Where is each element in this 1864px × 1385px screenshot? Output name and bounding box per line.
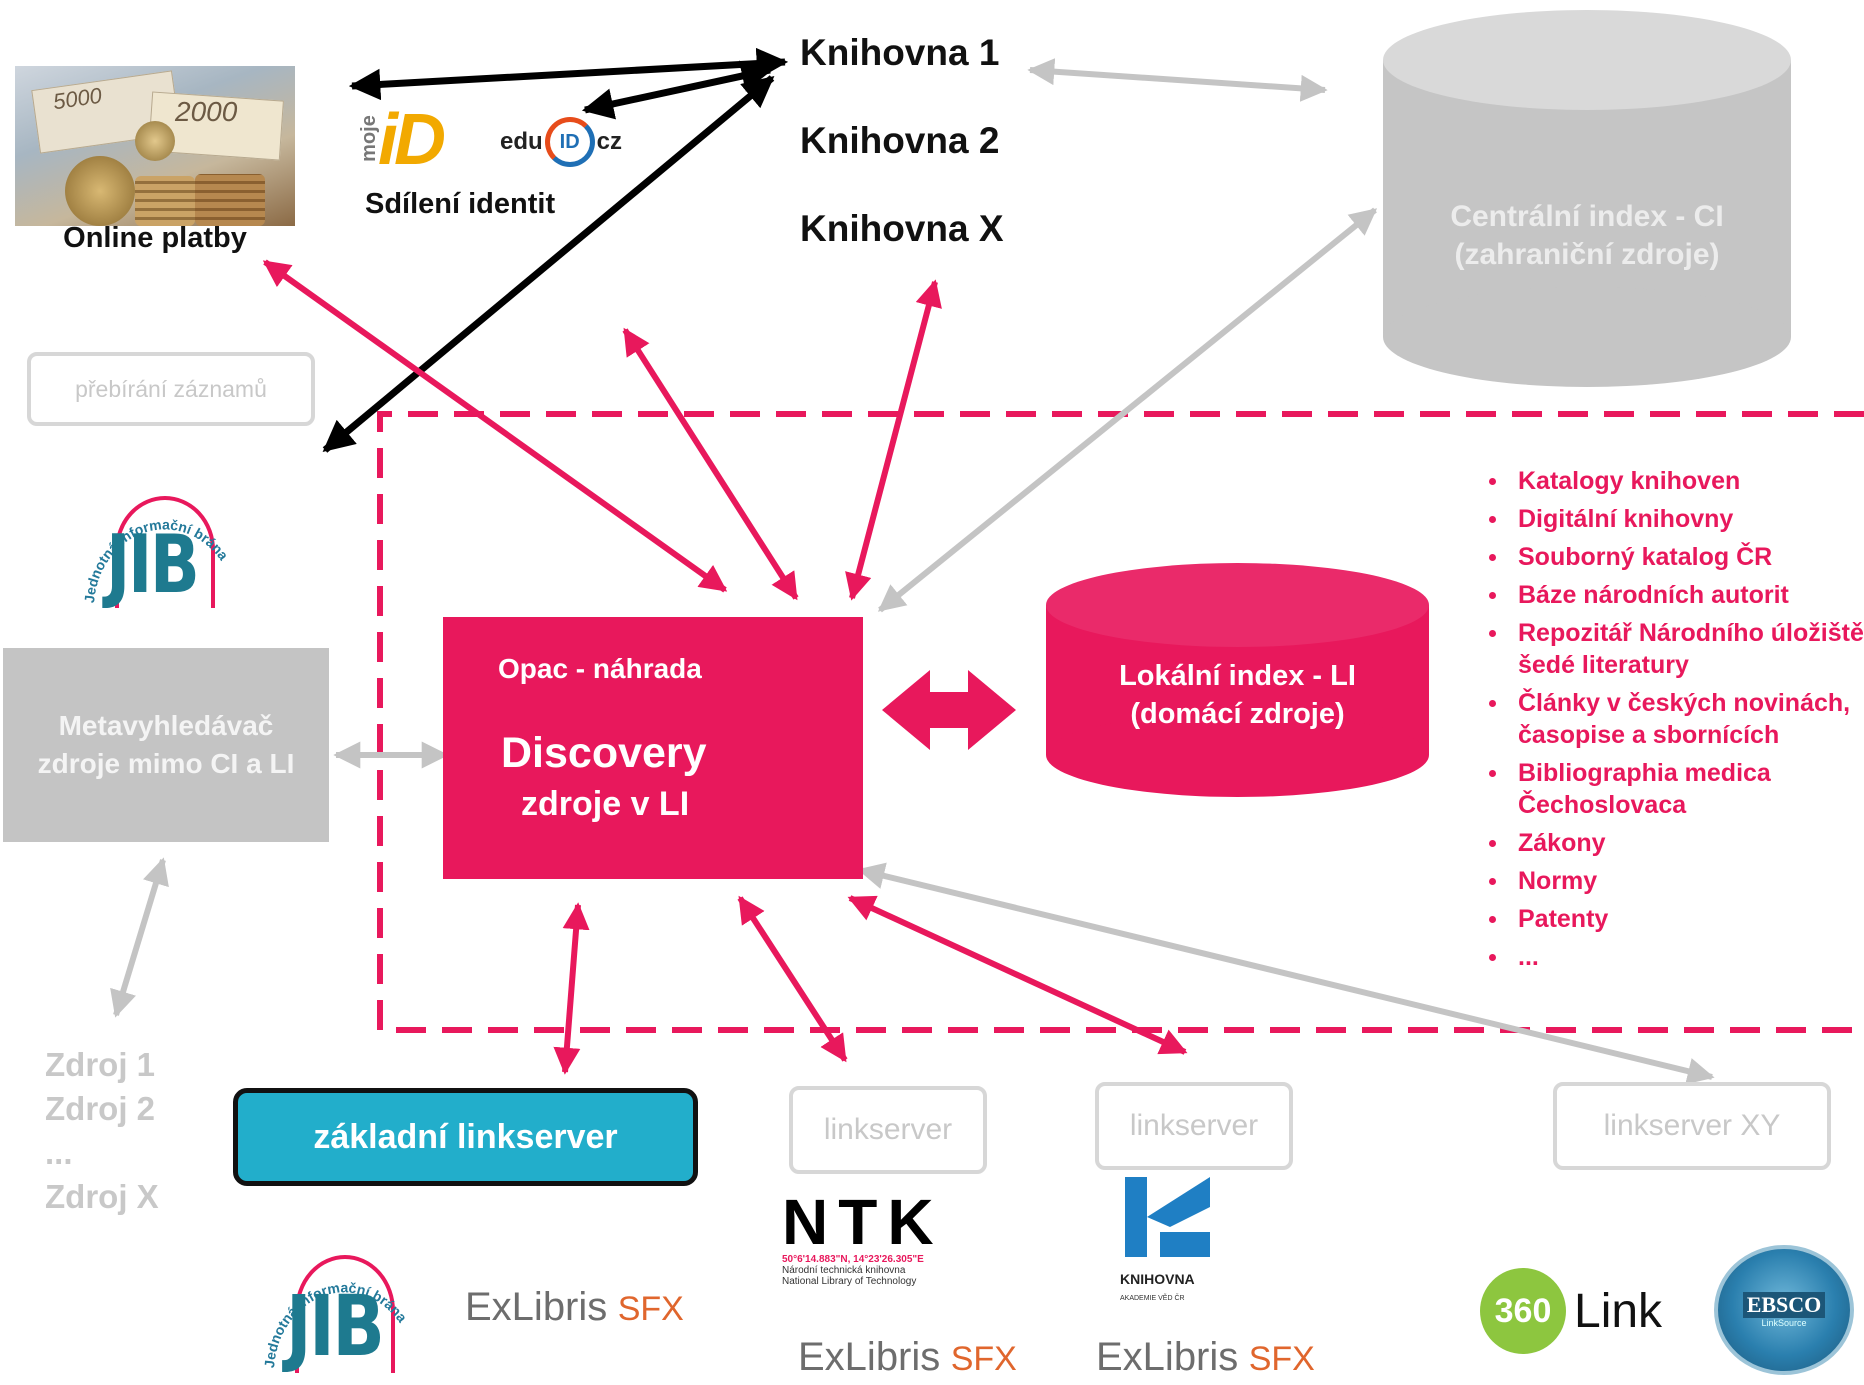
knav-sub: AKADEMIE VĚD ČR — [1120, 1295, 1185, 1302]
ebsco-text: EBSCO — [1742, 1292, 1826, 1318]
ntk-logo: NTK 50°6'14.883"N, 14°23'26.305"E Národn… — [782, 1190, 1017, 1287]
list-item: Digitální knihovny — [1510, 503, 1864, 535]
knav-label: KNIHOVNA — [1120, 1271, 1195, 1287]
knav-logo: KNIHOVNA AKADEMIE VĚD ČR — [1120, 1172, 1230, 1302]
arrow-discovery-library-x — [845, 279, 942, 601]
list-item: Souborný katalog ČR — [1510, 541, 1864, 573]
arrow-discovery-central-index — [877, 207, 1378, 613]
arrow-discovery-knav-linkserver — [847, 895, 1188, 1055]
link360-logo: 360 Link — [1480, 1268, 1662, 1354]
ntk-coords: 50°6'14.883"N, 14°23'26.305"E — [782, 1254, 924, 1265]
knav-k-icon — [1125, 1177, 1210, 1257]
source-item: Zdroj X — [45, 1178, 159, 1215]
ntk-name-cz: Národní technická knihovna — [782, 1265, 906, 1276]
source-item: Zdroj 2 — [45, 1090, 156, 1127]
list-item: Repozitář Národního úložiště šedé litera… — [1510, 617, 1864, 681]
record-import-label: přebírání záznamů — [75, 375, 267, 402]
knav-linkserver-box: linkserver — [1095, 1082, 1293, 1170]
list-item: Báze národních autorit — [1510, 579, 1864, 611]
discovery-top-label: Opac - náhrada — [498, 653, 702, 684]
linkserver-xy-box: linkserver XY — [1553, 1082, 1831, 1170]
list-item: Katalogy knihoven — [1510, 465, 1864, 497]
list-item: ... — [1510, 941, 1864, 973]
local-index-cylinder — [1046, 563, 1429, 797]
arrow-discovery-basic-linkserver — [553, 902, 590, 1075]
local-index-line2: (domácí zdroje) — [1130, 698, 1345, 730]
exlibris-text: ExLibris — [465, 1285, 608, 1329]
ntk-linkserver-label: linkserver — [823, 1113, 953, 1146]
link360-text: Link — [1574, 1284, 1663, 1338]
local-index-line1: Lokální index - LI — [1119, 660, 1356, 692]
local-index-label: Lokální index - LI (domácí zdroje) — [1046, 657, 1429, 733]
exlibris-sfx-logo-basic: ExLibris SFX — [465, 1285, 684, 1330]
ntk-name-en: National Library of Technology — [782, 1276, 917, 1287]
jib-arc-icon-bottom: Jednotná informační brána — [261, 1255, 411, 1373]
jib-logo-bottom: Jednotná informační brána JIB — [252, 1215, 437, 1380]
discovery-subtitle: zdroje v LI — [521, 785, 690, 823]
basic-linkserver-label: základní linkserver — [313, 1117, 618, 1156]
identity-sharing-label: Sdílení identit — [365, 188, 556, 220]
central-index-cylinder — [1383, 10, 1791, 387]
linkserver-xy-label: linkserver XY — [1603, 1109, 1781, 1142]
list-item: Bibliographia medica Čechoslovaca — [1510, 757, 1864, 821]
arrow-metasearch-sources — [110, 857, 169, 1018]
arrow-discovery-library2 — [622, 327, 799, 601]
library-1: Knihovna 1 — [800, 32, 1000, 73]
list-item: Články v českých novinách, časopise a sb… — [1510, 687, 1864, 751]
source-item: ... — [45, 1134, 73, 1171]
central-index-line2: (zahraniční zdroje) — [1454, 238, 1720, 271]
discovery-title: Discovery — [501, 729, 707, 777]
external-sources-list: Zdroj 1 Zdroj 2 ... Zdroj X — [45, 1043, 159, 1219]
ebsco-logo: EBSCO LinkSource — [1714, 1245, 1854, 1375]
mojeid-logo: moje iD — [352, 100, 484, 180]
ntk-wordmark: NTK — [782, 1186, 944, 1258]
eduid-ring: ID — [544, 117, 595, 167]
banknote-2000: 2000 — [175, 96, 238, 127]
list-item: Patenty — [1510, 903, 1864, 935]
link360-badge-text: 360 — [1494, 1291, 1552, 1330]
library-x: Knihovna X — [800, 208, 1004, 249]
jib-arc-icon: Jednotná informační brána — [81, 496, 232, 608]
jib-letters-top: JIB — [106, 518, 200, 611]
eduid-logo: edu ID cz — [500, 117, 660, 167]
eduid-right: cz — [596, 128, 623, 155]
exlibris-sfx-logo-ntk: ExLibris SFX — [798, 1335, 1017, 1380]
mojeid-mark: iD — [378, 100, 446, 180]
metasearch-box: Metavyhledávač zdroje mimo CI a LI — [3, 648, 329, 842]
exlibris-sfx-logo-knav: ExLibris SFX — [1096, 1335, 1315, 1380]
ntk-linkserver-box: linkserver — [789, 1086, 987, 1174]
knav-linkserver-label: linkserver — [1129, 1109, 1259, 1142]
arrow-discovery-ntk-linkserver — [737, 895, 848, 1063]
arrow-discovery-local-index — [882, 670, 1016, 750]
metasearch-line1: Metavyhledávač — [58, 710, 274, 741]
link360-badge: 360 — [1480, 1268, 1566, 1354]
central-index-label: Centrální index - CI (zahraniční zdroje) — [1383, 198, 1791, 274]
sfx-text: SFX — [950, 1340, 1017, 1378]
sfx-text: SFX — [1248, 1340, 1315, 1378]
list-item: Normy — [1510, 865, 1864, 897]
source-item: Zdroj 1 — [45, 1046, 156, 1083]
record-import-box: přebírání záznamů — [27, 352, 315, 426]
jib-letters-bottom: JIB — [286, 1277, 385, 1375]
local-index-sources-list: Katalogy knihoven Digitální knihovny Sou… — [1470, 465, 1864, 979]
library-2: Knihovna 2 — [800, 120, 1000, 161]
exlibris-text: ExLibris — [1096, 1335, 1239, 1379]
metasearch-line2: zdroje mimo CI a LI — [37, 748, 295, 779]
jib-logo-top: Jednotná informační brána JIB — [72, 458, 257, 618]
online-payments-image: 5000 2000 — [15, 66, 295, 226]
exlibris-text: ExLibris — [798, 1335, 941, 1379]
basic-linkserver-box: základní linkserver — [233, 1088, 698, 1186]
central-index-line1: Centrální index - CI — [1450, 200, 1724, 233]
online-payments-label: Online platby — [63, 222, 247, 254]
sfx-text: SFX — [617, 1290, 684, 1328]
discovery-box: Opac - náhrada Discovery zdroje v LI — [443, 617, 863, 879]
arrow-library1-central-index — [1027, 58, 1328, 102]
list-item: Zákony — [1510, 827, 1864, 859]
eduid-mid: ID — [559, 130, 580, 153]
eduid-left: edu — [500, 128, 543, 155]
ebsco-sub: LinkSource — [1761, 1318, 1807, 1328]
